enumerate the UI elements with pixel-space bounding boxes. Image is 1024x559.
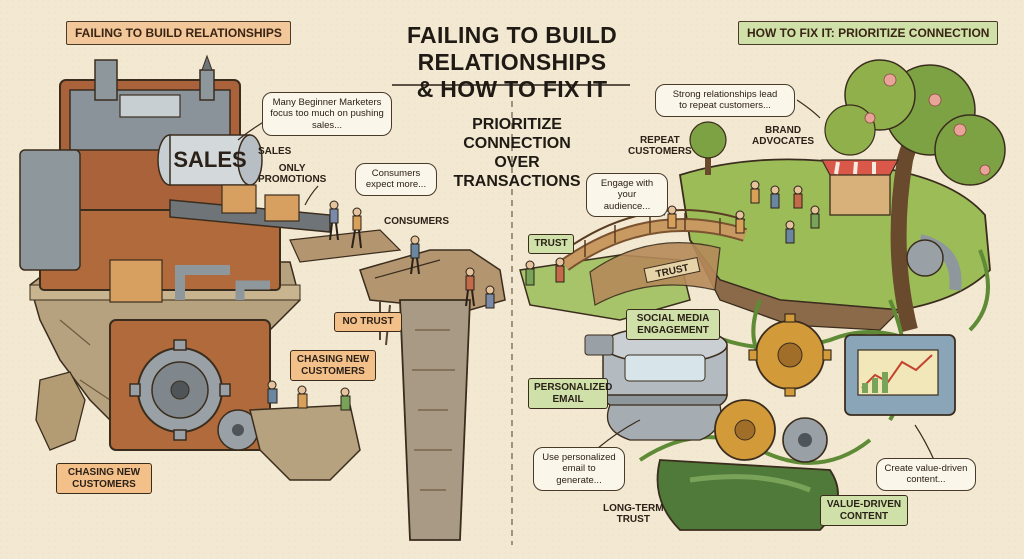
stone-pillar xyxy=(399,299,471,541)
label-repeat-customers: REPEAT CUSTOMERS xyxy=(628,135,692,157)
right-header-tag: HOW TO FIX IT: PRIORITIZE CONNECTION xyxy=(738,21,999,45)
tag-chasing-new-customers-bottom: CHASING NEW CUSTOMERS xyxy=(56,463,152,494)
tag-value-driven-content: VALUE-DRIVEN CONTENT xyxy=(820,495,908,526)
person-icon xyxy=(267,200,362,411)
person-icon xyxy=(410,235,495,309)
promo-box xyxy=(221,184,257,214)
tag-personalized-email: PERSONALIZED EMAIL xyxy=(528,378,612,409)
center-heading: PRIORITIZE CONNECTION OVER TRANSACTIONS xyxy=(453,116,581,190)
bubble-consumers-expect: Consumers expect more... xyxy=(355,163,437,196)
person-icon xyxy=(525,180,820,286)
tag-social-media-engagement: SOCIAL MEDIA ENGAGEMENT xyxy=(626,309,720,340)
label-long-term-trust: LONG-TERM TRUST xyxy=(603,503,664,525)
label-consumers: CONSUMERS xyxy=(384,216,450,227)
machine-sales-sign: SALES xyxy=(173,147,246,172)
label-sales: SALES xyxy=(258,146,292,157)
tag-chasing-new-customers-mid: CHASING NEW CUSTOMERS xyxy=(290,350,376,381)
gear-icon xyxy=(782,417,828,463)
monitor-chart-icon xyxy=(844,334,956,416)
bubble-value-driven: Create value-driven content... xyxy=(876,458,976,491)
left-header-tag: FAILING TO BUILD RELATIONSHIPS xyxy=(66,21,291,45)
market-stall-icon xyxy=(821,159,899,216)
bubble-strong-relationships: Strong relationships lead to repeat cust… xyxy=(655,84,795,117)
tree-icon xyxy=(689,121,727,175)
tree-icon xyxy=(824,59,1006,332)
bubble-engage: Engage with your audience... xyxy=(586,173,668,218)
falling-rock xyxy=(35,371,86,451)
trust-generator xyxy=(656,459,839,531)
label-brand-advocates: BRAND ADVOCATES xyxy=(752,125,815,147)
left-walkway xyxy=(289,229,402,263)
page-title: FAILING TO BUILD RELATIONSHIPS & HOW TO … xyxy=(406,22,618,102)
tag-trust: TRUST xyxy=(528,234,574,254)
label-only-promotions: ONLY PROMOTIONS xyxy=(258,163,327,185)
promo-box xyxy=(264,194,300,222)
gear-icon xyxy=(714,399,776,461)
bubble-beginner-marketers: Many Beginner Marketers focus too much o… xyxy=(262,92,392,137)
broken-bridge xyxy=(359,249,506,541)
promo-box xyxy=(109,259,163,303)
bubble-use-personalized: Use personalized email to generate... xyxy=(533,447,625,492)
gear-icon xyxy=(748,313,832,397)
gear-icon xyxy=(129,339,231,441)
tag-no-trust: NO TRUST xyxy=(334,312,402,332)
pipe-valve xyxy=(906,239,944,277)
gear-icon xyxy=(217,409,259,451)
